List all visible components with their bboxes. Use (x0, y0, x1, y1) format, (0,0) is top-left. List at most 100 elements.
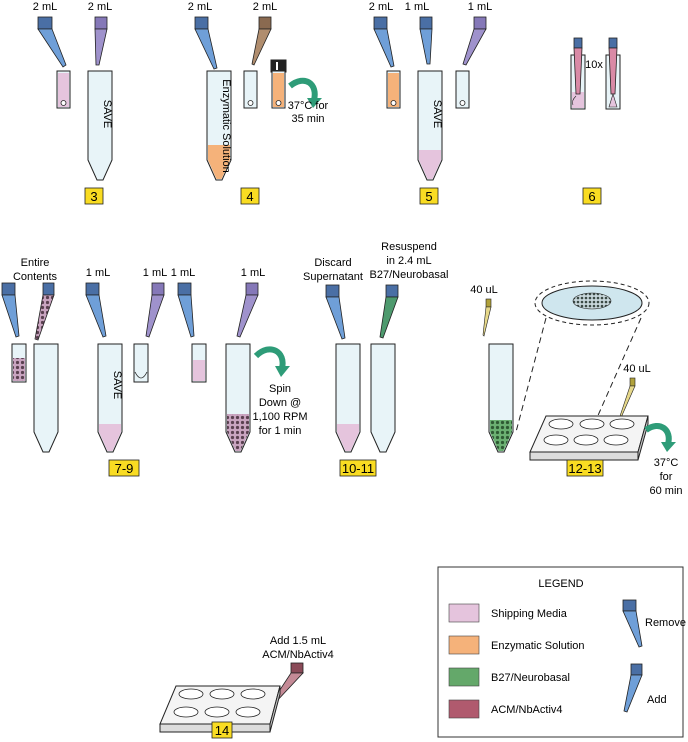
resuspend-label: Resuspend (381, 241, 437, 253)
remove-pipette (325, 284, 346, 340)
volume-label: 40 uL (623, 363, 651, 375)
add-pipette (618, 377, 636, 421)
step-number-box (339, 459, 377, 477)
step-10-11: Discard Supernatant Resuspend in 2.4 mL … (303, 241, 448, 477)
resuspend-label: in 2.4 mL (386, 255, 431, 267)
add-pipette (482, 298, 492, 337)
zoom-line (515, 317, 547, 433)
step-number-box (566, 459, 604, 477)
small-tube (191, 343, 207, 383)
step-number-box (108, 459, 140, 477)
legend: LEGEND Shipping Media Enzymatic Solution… (437, 566, 686, 738)
volume-label: 2 mL (369, 1, 393, 13)
step-12-13: 40 uL 40 uL (470, 280, 683, 497)
volume-label: 1 mL (468, 1, 492, 13)
step-14: Add 1.5 mL ACM/NbActiv4 14 (159, 635, 334, 739)
remove-pipette (194, 16, 218, 70)
step-4: 2 mL 2 mL Enzymatic Solution 37°C f (188, 1, 329, 205)
remove-pipette (177, 282, 195, 338)
volume-label: 2 mL (88, 1, 112, 13)
add-pipette (145, 282, 165, 338)
remove-pipette (37, 16, 67, 68)
spin-arrow-icon (275, 366, 290, 377)
step-number-box (84, 187, 104, 205)
small-tube (243, 70, 258, 109)
step-number: 5 (425, 189, 432, 204)
incubate-label: 37°C for (288, 100, 329, 112)
conical-tube-pellet (225, 343, 251, 453)
conical-tube (488, 343, 514, 453)
legend-remove-label: Remove (645, 617, 686, 629)
add-pipette (236, 282, 259, 338)
discard-label: Discard (314, 257, 351, 269)
tube-label: SAVE (431, 100, 443, 129)
conical-tube (335, 343, 361, 453)
conical-tube: Enzymatic Solution (206, 70, 232, 181)
volume-label: 40 uL (470, 284, 498, 296)
zoom-line (595, 317, 642, 421)
cell-drop-icon (572, 292, 612, 310)
incubate-label: 35 min (291, 113, 324, 125)
remove-pipette-icon (622, 599, 643, 648)
step-7-9: Entire Contents 1 mL 1 mL 1 mL 1 mL SAVE (1, 257, 308, 477)
incubate-arrow-icon (661, 442, 676, 452)
legend-label: B27/Neurobasal (491, 672, 570, 684)
volume-label: 2 mL (188, 1, 212, 13)
volume-label: 1 mL (143, 267, 167, 279)
volume-label: 1 mL (405, 1, 429, 13)
step-5: 2 mL 1 mL 1 mL SAVE 5 (369, 1, 492, 205)
step-number-box (582, 187, 602, 205)
legend-label: ACM/NbActiv4 (491, 704, 563, 716)
step-number: 6 (588, 189, 595, 204)
add-pipette (379, 284, 399, 339)
legend-title: LEGEND (538, 578, 583, 590)
conical-tube: SAVE (87, 70, 113, 181)
legend-swatch-shipping (448, 603, 480, 623)
add-pipette-icon (623, 663, 643, 713)
well-plate (529, 415, 649, 461)
incubate-label: 37°C (654, 457, 679, 469)
step-6: 10x 6 (570, 37, 621, 205)
remove-pipette (85, 282, 107, 338)
small-tube (11, 343, 27, 383)
spin-label: Spin (269, 383, 291, 395)
volume-label: 1 mL (86, 267, 110, 279)
small-tube-capped (270, 59, 287, 109)
add-label: Add 1.5 mL (270, 635, 326, 647)
incubate-arrow-icon (307, 98, 322, 108)
volume-label: 1 mL (171, 267, 195, 279)
legend-label: Enzymatic Solution (491, 640, 585, 652)
incubate-arrow-icon (288, 77, 318, 101)
conical-tube (370, 343, 396, 453)
conical-tube: SAVE (417, 70, 443, 181)
incubate-arrow-icon (644, 423, 672, 445)
discard-label: Supernatant (303, 271, 363, 283)
tube-label: Enzymatic Solution (220, 79, 232, 173)
volume-label: 2 mL (253, 1, 277, 13)
incubate-label: for (660, 471, 673, 483)
add-pipette (462, 16, 487, 66)
legend-swatch-enzymatic (448, 635, 480, 655)
small-tube (56, 70, 71, 109)
legend-swatch-b27 (448, 667, 480, 687)
step-3: 2 mL 2 mL SAVE 3 (33, 1, 113, 205)
volume-label: 1 mL (241, 267, 265, 279)
small-tube (386, 70, 401, 109)
step-number: 7-9 (115, 461, 134, 476)
add-pipette (251, 16, 272, 66)
repeat-label: 10x (585, 59, 603, 71)
step-number: 3 (90, 189, 97, 204)
trituration-tube (605, 37, 621, 110)
step-number: 4 (246, 189, 253, 204)
trituration-tube (570, 37, 586, 110)
legend-label: Shipping Media (491, 608, 568, 620)
legend-swatch-acm (448, 699, 480, 719)
spin-label: for 1 min (259, 425, 302, 437)
step-number: 14 (215, 723, 229, 738)
incubate-label: 60 min (649, 485, 682, 497)
add-pipette (419, 16, 433, 65)
step-number: 12-13 (568, 461, 601, 476)
small-tube (133, 343, 149, 383)
add-pipette-cells (34, 282, 55, 341)
